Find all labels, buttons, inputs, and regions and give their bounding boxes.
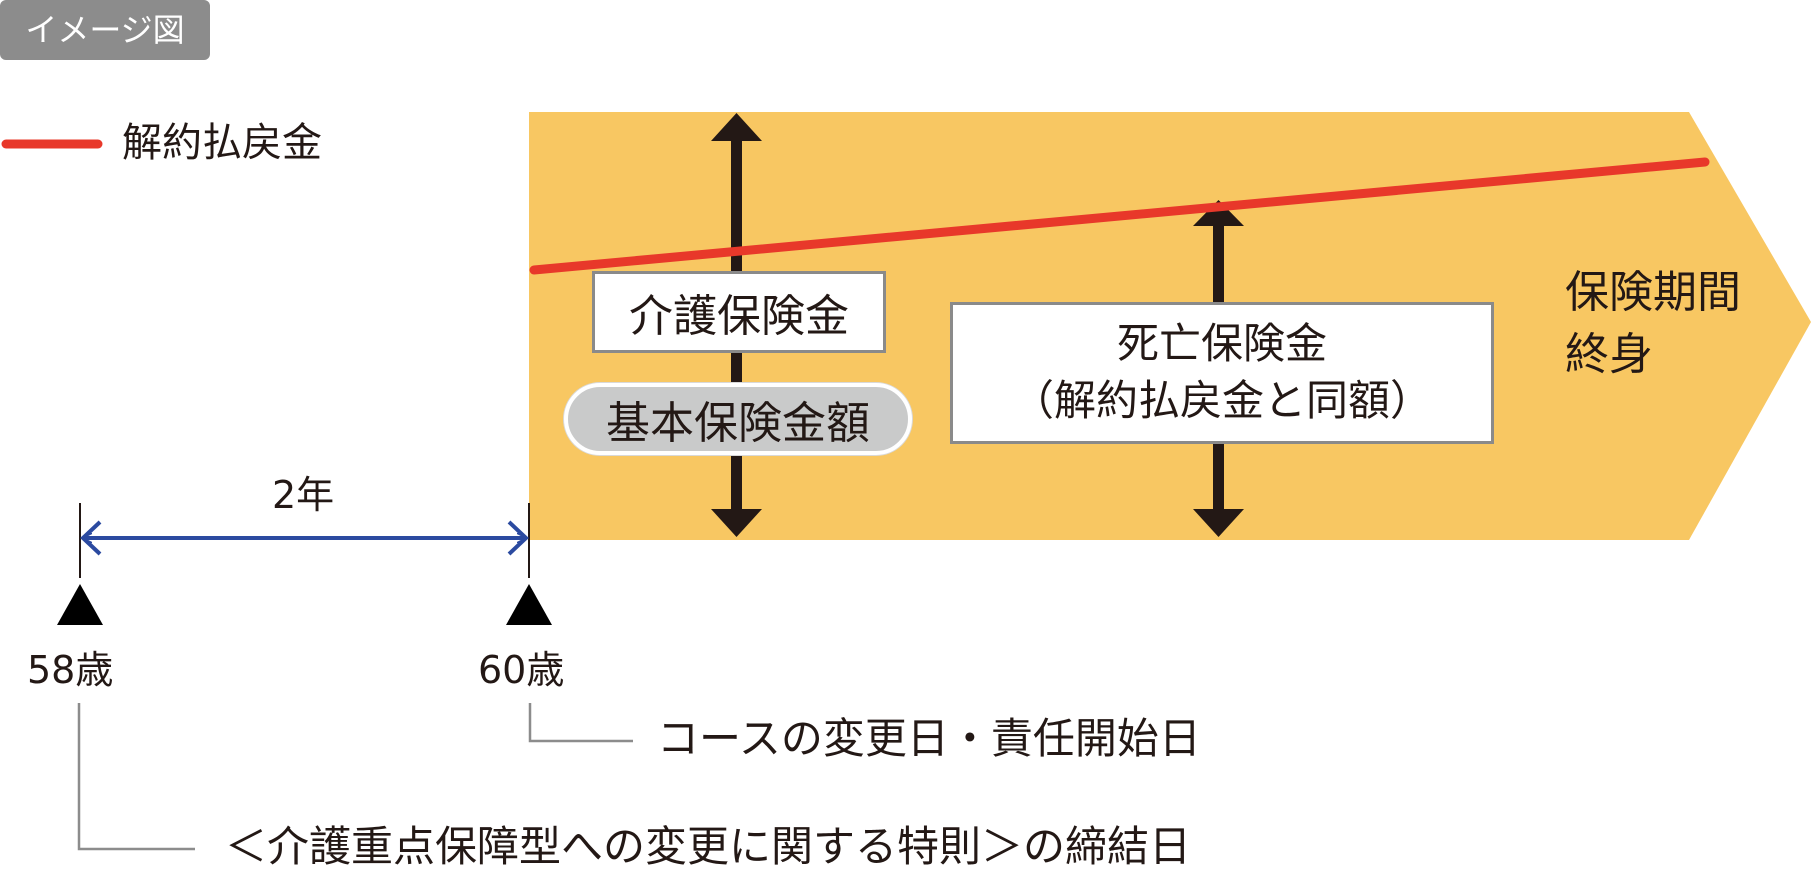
kaigo-benefit-label: 介護保険金 [629, 291, 849, 342]
death-benefit-label: 死亡保険金 [1116, 319, 1327, 369]
span-arrow-left-head [80, 520, 102, 556]
coverage-start-note: コースの変更日・責任開始日 [657, 714, 1201, 763]
rider-contract-note: ＜介護重点保障型への変更に関する特則＞の締結日 [225, 822, 1192, 871]
leader-line-58 [77, 703, 195, 851]
age-60-marker-icon [506, 584, 552, 625]
leader-line-60 [528, 703, 633, 743]
image-badge: イメージ図 [0, 0, 210, 60]
legend-label: 解約払戻金 [122, 120, 322, 166]
kaigo-benefit-box: 介護保険金 [592, 271, 886, 353]
death-benefit-note: （解約払戻金と同額） [1011, 376, 1432, 425]
surrender-value-line [529, 157, 1710, 275]
insurance-term-line1: 保険期間 [1565, 267, 1741, 318]
span-arrow-right-head [507, 520, 529, 556]
insurance-term-line2: 終身 [1565, 328, 1653, 380]
basic-sum-insured-label: 基本保険金額 [606, 398, 870, 449]
span-label: 2年 [272, 473, 335, 517]
start-age-label: 58歳 [27, 648, 114, 692]
insurance-term-label: 保険期間 終身 [1565, 262, 1741, 385]
basic-sum-insured-pill: 基本保険金額 [564, 383, 912, 455]
end-age-label: 60歳 [478, 648, 565, 692]
death-benefit-box: 死亡保険金 （解約払戻金と同額） [950, 302, 1494, 444]
age-58-marker-icon [57, 584, 103, 625]
